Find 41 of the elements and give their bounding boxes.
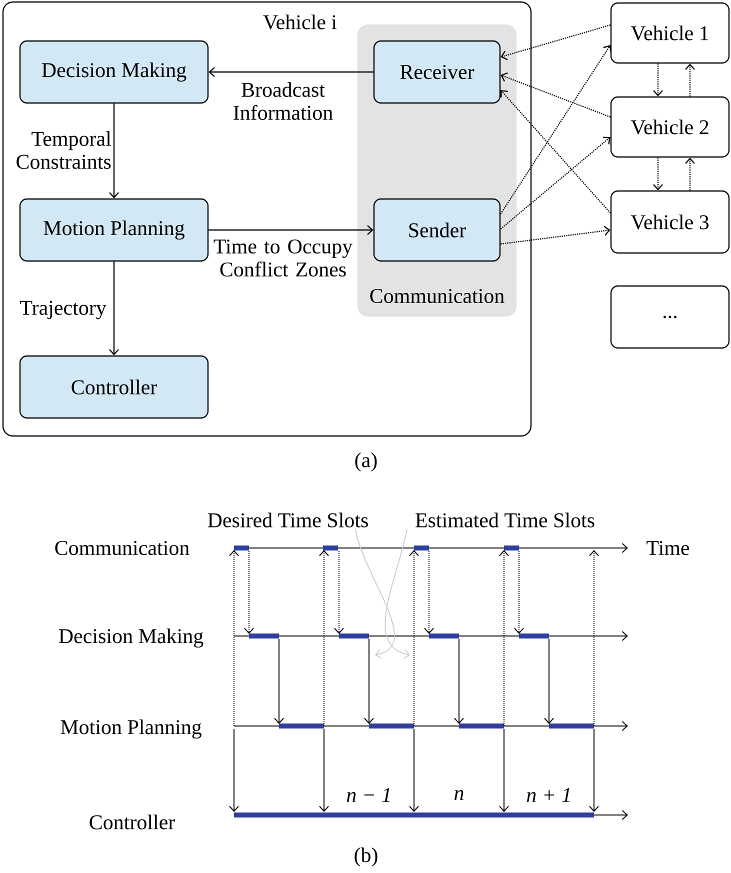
row-label: Motion Planning [60, 719, 202, 739]
callout-text: Estimated Time Slots [416, 512, 594, 528]
arrow [208, 67, 374, 77]
vehicle-box: Vehicle 1 [610, 2, 730, 64]
edge-label: Broadcast Information [234, 82, 333, 120]
arrow [500, 24, 611, 60]
arrow [500, 72, 611, 118]
caption-text: (a) [355, 452, 377, 472]
arrow [109, 262, 119, 356]
arrow [500, 45, 612, 214]
row-label: Decision Making [59, 628, 204, 648]
arrow [500, 90, 611, 214]
module-box: Motion Planning [19, 198, 209, 262]
leader-line [384, 528, 410, 659]
arrow [500, 226, 610, 245]
module-box: Controller [19, 355, 209, 419]
vehicle-box: ... [610, 285, 730, 349]
row-label: Communication [55, 540, 190, 556]
time-label: n [454, 790, 464, 800]
arrow [685, 64, 695, 96]
arrow [208, 225, 374, 235]
edge-label: Temporal Constraints [16, 131, 111, 169]
module-box: Decision Making [19, 40, 209, 104]
vehicle-box: Vehicle 2 [610, 96, 730, 158]
callout-text: Desired Time Slots [208, 512, 368, 528]
module-box: Sender [373, 198, 501, 262]
leader-line [354, 528, 395, 659]
row-label: Controller [90, 814, 175, 830]
time-label: n − 1 [346, 788, 390, 802]
edge-label: Time to Occupy Conflict Zones [214, 239, 353, 277]
time-label: n + 1 [526, 788, 570, 802]
arrow [109, 104, 119, 198]
module-box: Receiver [373, 40, 501, 104]
arrow [653, 158, 663, 190]
caption-text: (b) [354, 847, 378, 867]
arrow [685, 158, 695, 190]
arrow [500, 136, 610, 230]
arrow [653, 64, 663, 96]
row-label: Time [646, 540, 690, 556]
edge-label: Trajectory [20, 300, 106, 320]
vehicle-box: Vehicle 3 [610, 190, 730, 254]
